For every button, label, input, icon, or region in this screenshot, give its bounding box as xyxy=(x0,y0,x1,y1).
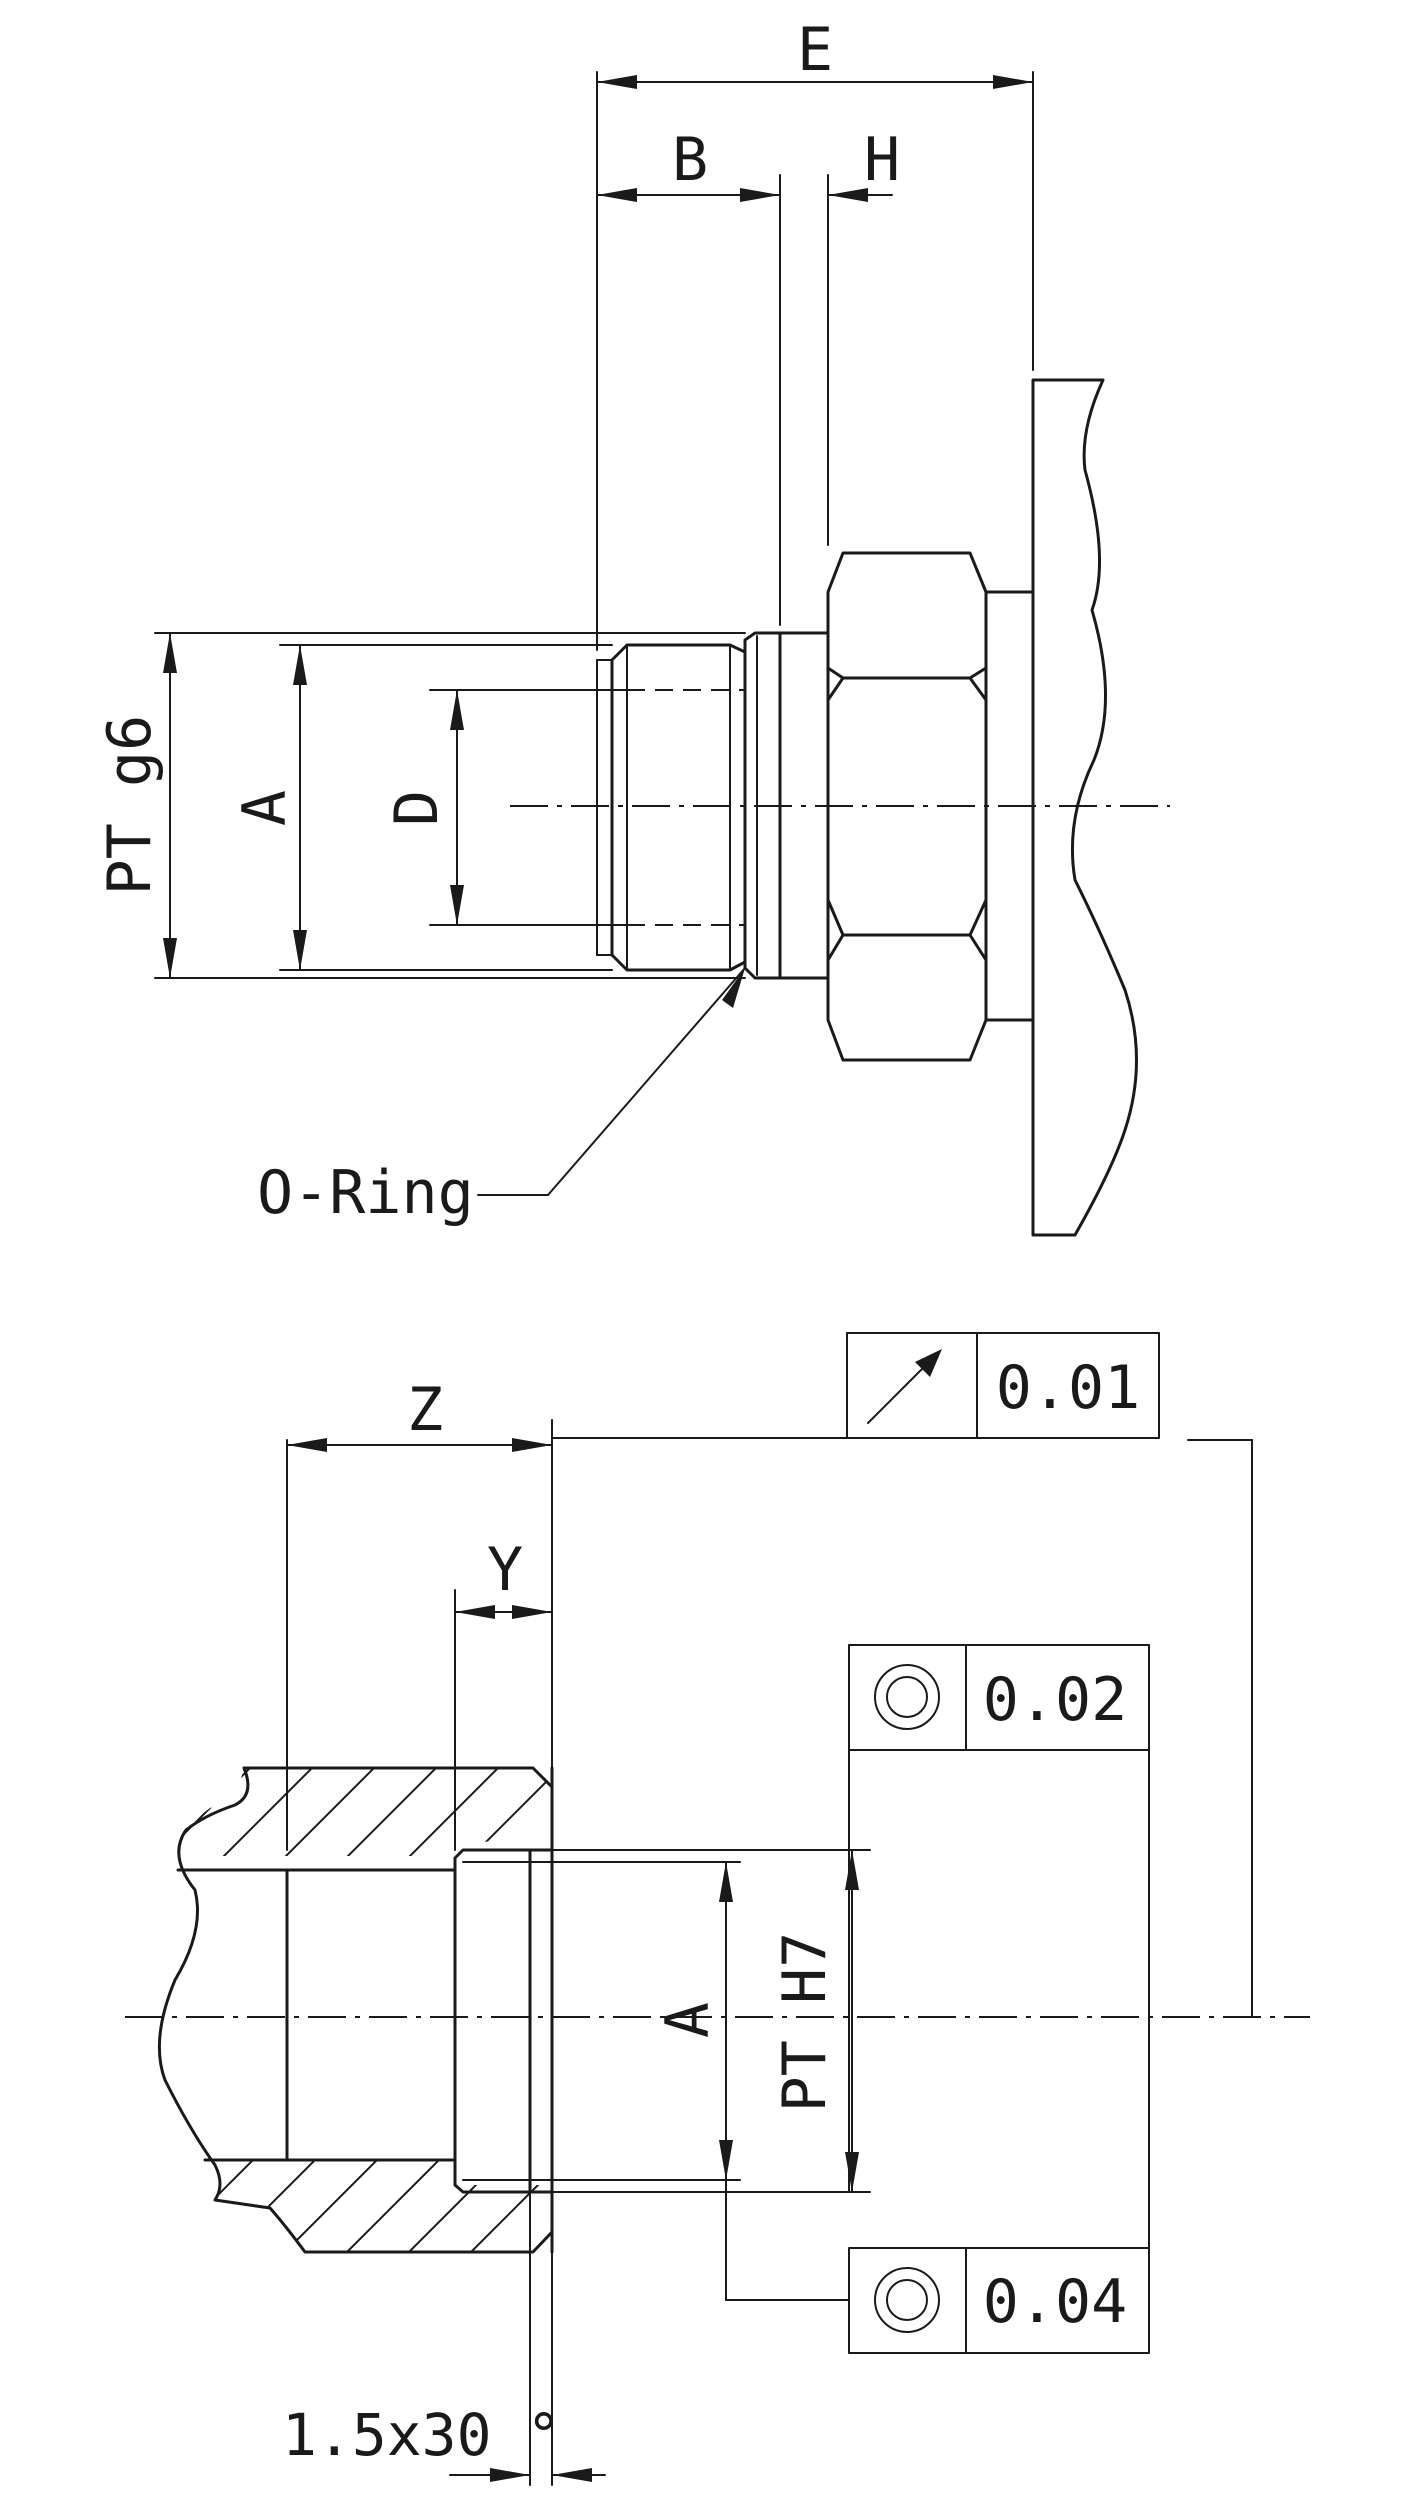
dim-label-a-bottom: A xyxy=(653,2002,723,2038)
dimension-z: Z xyxy=(286,1375,553,1452)
runout-value: 0.01 xyxy=(996,1353,1141,1423)
dimension-a-top: A xyxy=(230,644,307,971)
dimension-y: Y xyxy=(454,1535,553,1619)
dim-label-e: E xyxy=(797,15,833,85)
dim-label-a-top: A xyxy=(230,790,300,826)
o-ring-label: O-Ring xyxy=(257,1158,474,1228)
concentricity-2-value: 0.04 xyxy=(983,2267,1128,2337)
dim-label-y: Y xyxy=(487,1535,523,1605)
dimension-b: B xyxy=(596,125,781,202)
dim-label-pt-g6: PT g6 xyxy=(95,715,165,896)
dim-label-h: H xyxy=(864,125,900,195)
dim-label-d: D xyxy=(382,790,452,826)
concentricity-icon xyxy=(874,2267,940,2333)
concentricity-icon xyxy=(874,1664,940,1730)
o-ring-callout: O-Ring xyxy=(257,967,746,1228)
dim-label-chamfer: 1.5x30 ° xyxy=(282,2401,561,2469)
dimension-h: H xyxy=(827,125,900,202)
dimension-a-bottom: A xyxy=(653,1861,733,2181)
section-hatching xyxy=(178,1768,552,2252)
dimension-pt-h7: PT H7 xyxy=(770,1849,859,2193)
concentricity-1-value: 0.02 xyxy=(983,1665,1128,1735)
dim-label-pt-h7: PT H7 xyxy=(770,1932,840,2113)
dimension-pt-g6: PT g6 xyxy=(95,632,177,979)
threaded-spigot xyxy=(596,643,747,972)
top-view: E B H PT g6 A xyxy=(95,15,1170,1237)
wall-break-outline xyxy=(1031,378,1138,1237)
port-body-outline xyxy=(157,1766,554,2254)
dimension-chamfer: 1.5x30 ° xyxy=(282,2401,606,2482)
dim-label-z: Z xyxy=(407,1375,443,1445)
dimension-d: D xyxy=(382,689,464,926)
dim-label-b: B xyxy=(672,125,708,195)
tolerance-frame-concentricity-1: 0.02 xyxy=(848,1644,1150,2249)
counterbore-outline xyxy=(453,1848,554,2194)
tolerance-frame-concentricity-2: 0.04 xyxy=(725,2179,1150,2354)
dimension-e: E xyxy=(596,15,1034,89)
bottom-view: Z Y A PT H7 1.5x30 ° xyxy=(125,1332,1310,2486)
tolerance-frame-runout: 0.01 xyxy=(551,1332,1253,2018)
runout-arrow-icon xyxy=(867,1349,942,1424)
